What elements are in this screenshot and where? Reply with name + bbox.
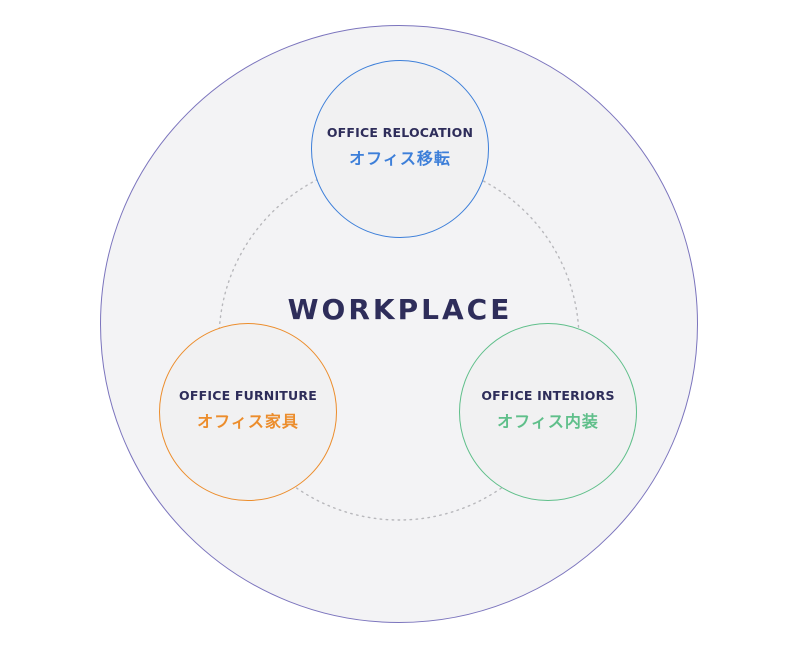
node-title-en: OFFICE FURNITURE bbox=[179, 388, 317, 403]
node-office-relocation: OFFICE RELOCATION オフィス移転 bbox=[311, 60, 489, 238]
center-label: WORKPLACE bbox=[287, 293, 513, 326]
node-title-ja: オフィス内装 bbox=[497, 412, 599, 431]
node-title-en: OFFICE RELOCATION bbox=[326, 125, 474, 140]
node-office-furniture: OFFICE FURNITURE オフィス家具 bbox=[159, 323, 337, 501]
node-office-interiors: OFFICE INTERIORS オフィス内装 bbox=[459, 323, 637, 501]
node-title-ja: オフィス家具 bbox=[197, 412, 299, 431]
node-title-en: OFFICE INTERIORS bbox=[481, 388, 615, 403]
node-title-ja: オフィス移転 bbox=[349, 149, 451, 168]
